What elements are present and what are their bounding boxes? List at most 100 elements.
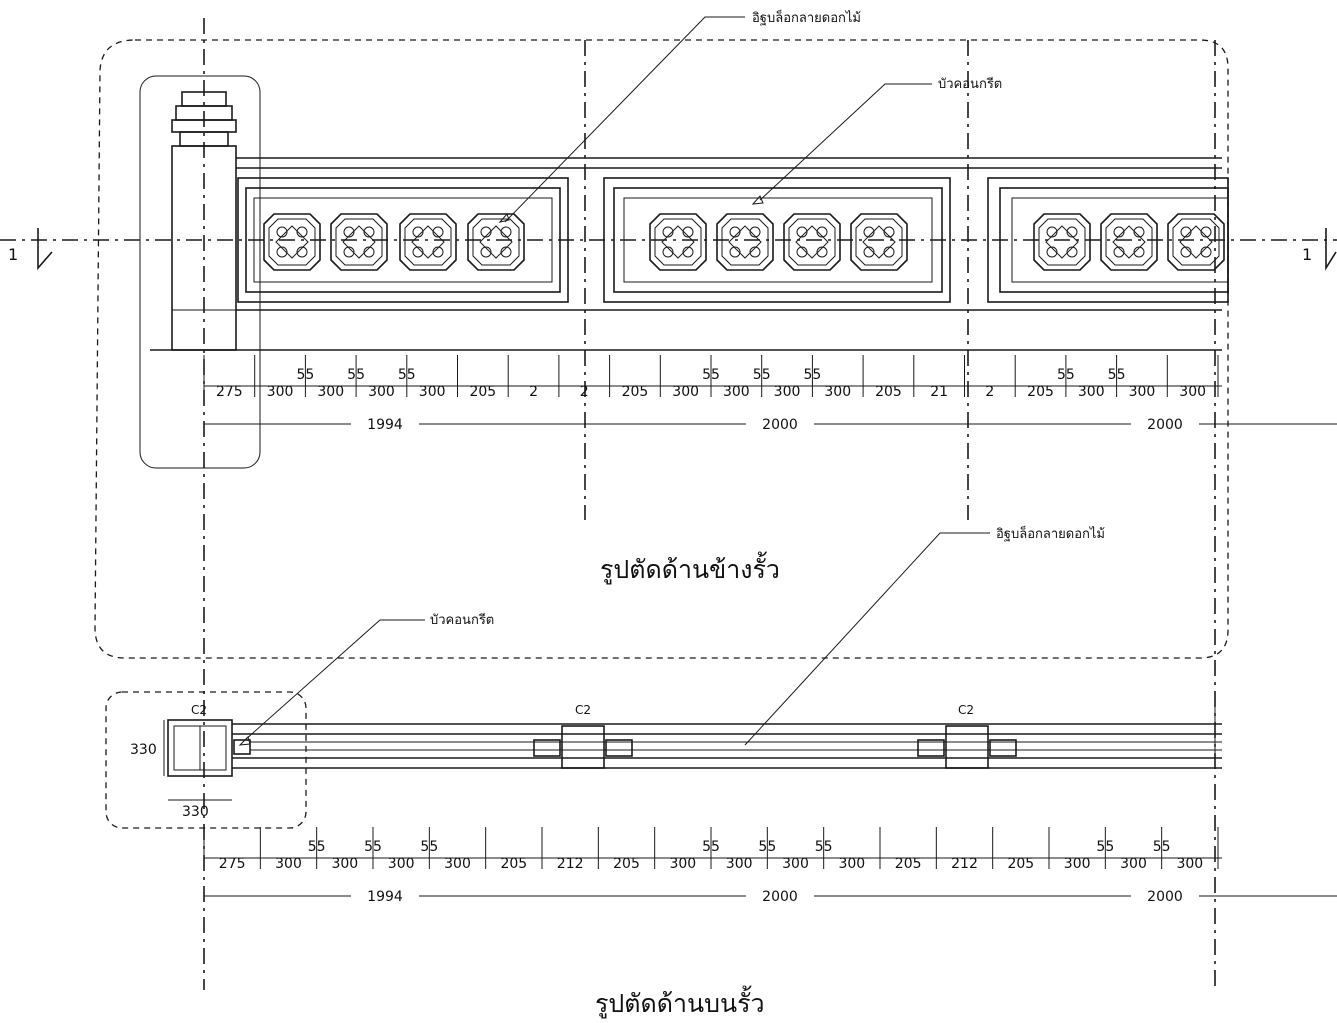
dimension-label: 300	[723, 384, 750, 400]
dimension-row-bottom: 275 300 300 300 300 205 212 205 300 300 300 300 205 2…	[203, 827, 1337, 905]
flower-block	[467, 213, 525, 271]
section-mark-left: 1	[8, 245, 18, 264]
column-tag-1: C2	[191, 703, 207, 717]
title-top-section: รูปตัดด้านบนรั้ว	[595, 985, 765, 1019]
dimension-label: 300	[726, 856, 753, 872]
flower-block	[649, 213, 707, 271]
gap-dimension-label: 55	[1096, 839, 1114, 855]
label-flower-block-mid: อิฐบล็อกลายดอกไม้	[996, 524, 1105, 542]
dimension-label: 300	[444, 856, 471, 872]
wall-plan	[232, 700, 1222, 769]
column-plan-3	[917, 725, 1017, 769]
dimension-label: 275	[219, 856, 246, 872]
dimension-label: 300	[331, 856, 358, 872]
column-width-vertical: 330	[130, 742, 157, 758]
gap-dimension-label: 55	[1108, 367, 1126, 383]
flower-block	[263, 213, 321, 271]
gap-dimension-label: 55	[1057, 367, 1075, 383]
plan-column-callout-box	[105, 691, 307, 829]
dimension-label: 300	[1120, 856, 1147, 872]
column-plan-1	[167, 719, 233, 777]
flower-block	[783, 213, 841, 271]
dimension-label: 275	[216, 384, 243, 400]
column-callout-box	[139, 75, 261, 469]
gap-dimension-label: 55	[308, 839, 326, 855]
dimension-label: 300	[1078, 384, 1105, 400]
dimension-label: 300	[669, 856, 696, 872]
label-concrete-cap-top: บัวคอนกรีต	[938, 76, 1002, 92]
flower-block	[1033, 213, 1091, 271]
dimension-label: 2	[580, 384, 589, 400]
section-mark-right: 1	[1302, 245, 1312, 264]
flower-block	[1100, 213, 1158, 271]
flower-block	[850, 213, 908, 271]
dimension-label: 300	[824, 384, 851, 400]
dimension-label: 21	[930, 384, 948, 400]
gap-dimension-label: 55	[758, 839, 776, 855]
label-concrete-cap-bottom: บัวคอนกรีต	[430, 612, 494, 628]
dimension-label: 300	[1129, 384, 1156, 400]
dimension-label: 205	[622, 384, 649, 400]
cap-end	[233, 739, 251, 755]
gap-dimension-label: 55	[803, 367, 821, 383]
label-flower-block-top: อิฐบล็อกลายดอกไม้	[752, 8, 861, 26]
flower-blocks	[263, 213, 1225, 271]
section-arrow-right	[1325, 228, 1337, 271]
flower-block	[716, 213, 774, 271]
span-dimension-label: 2000	[762, 417, 798, 433]
dimension-label: 205	[500, 856, 527, 872]
dimension-label: 205	[895, 856, 922, 872]
dimension-label: 300	[368, 384, 395, 400]
column-tag-3: C2	[958, 703, 974, 717]
gap-dimension-label: 55	[347, 367, 365, 383]
leader-lines	[238, 16, 990, 746]
flower-block	[399, 213, 457, 271]
dimension-label: 205	[875, 384, 902, 400]
dimension-label: 300	[1064, 856, 1091, 872]
gap-dimension-label: 55	[398, 367, 416, 383]
dimension-label: 300	[838, 856, 865, 872]
gap-dimension-label: 55	[364, 839, 382, 855]
dimension-label: 300	[317, 384, 344, 400]
span-dimension-label: 2000	[1147, 417, 1183, 433]
span-dimension-label: 1994	[367, 417, 403, 433]
wall-elevation	[150, 157, 1229, 351]
gap-dimension-label: 55	[702, 367, 720, 383]
dimension-label: 205	[1007, 856, 1034, 872]
span-dimension-label: 2000	[1147, 889, 1183, 905]
dimension-label: 2	[985, 384, 994, 400]
dimension-label: 300	[388, 856, 415, 872]
span-dimension-label: 2000	[762, 889, 798, 905]
dimension-label: 300	[267, 384, 294, 400]
dimension-label: 300	[782, 856, 809, 872]
dimension-label: 205	[1027, 384, 1054, 400]
dimension-label: 300	[672, 384, 699, 400]
gap-dimension-label: 55	[1153, 839, 1171, 855]
dimension-label: 300	[1179, 384, 1206, 400]
span-dimension-label: 1994	[367, 889, 403, 905]
gap-dimension-label: 55	[815, 839, 833, 855]
flower-block	[330, 213, 388, 271]
gap-dimension-label: 55	[420, 839, 438, 855]
dimension-label: 212	[951, 856, 978, 872]
dimension-label: 300	[774, 384, 801, 400]
dimension-label: 205	[613, 856, 640, 872]
elevation-frame	[94, 39, 1229, 659]
gap-dimension-label: 55	[753, 367, 771, 383]
dimension-label: 205	[469, 384, 496, 400]
dimension-label: 300	[1176, 856, 1203, 872]
section-arrow-left	[37, 228, 53, 271]
column-plan-2	[533, 725, 633, 769]
dimension-label: 300	[419, 384, 446, 400]
gap-dimension-label: 55	[296, 367, 314, 383]
gap-dimension-label: 55	[702, 839, 720, 855]
flower-block	[1167, 213, 1225, 271]
dimension-label: 300	[275, 856, 302, 872]
dimension-label: 212	[557, 856, 584, 872]
dimension-label: 2	[529, 384, 538, 400]
column-width-horizontal: 330	[182, 804, 209, 820]
title-side-section: รูปตัดด้านข้างรั้ว	[600, 551, 780, 585]
column-tag-2: C2	[575, 703, 591, 717]
